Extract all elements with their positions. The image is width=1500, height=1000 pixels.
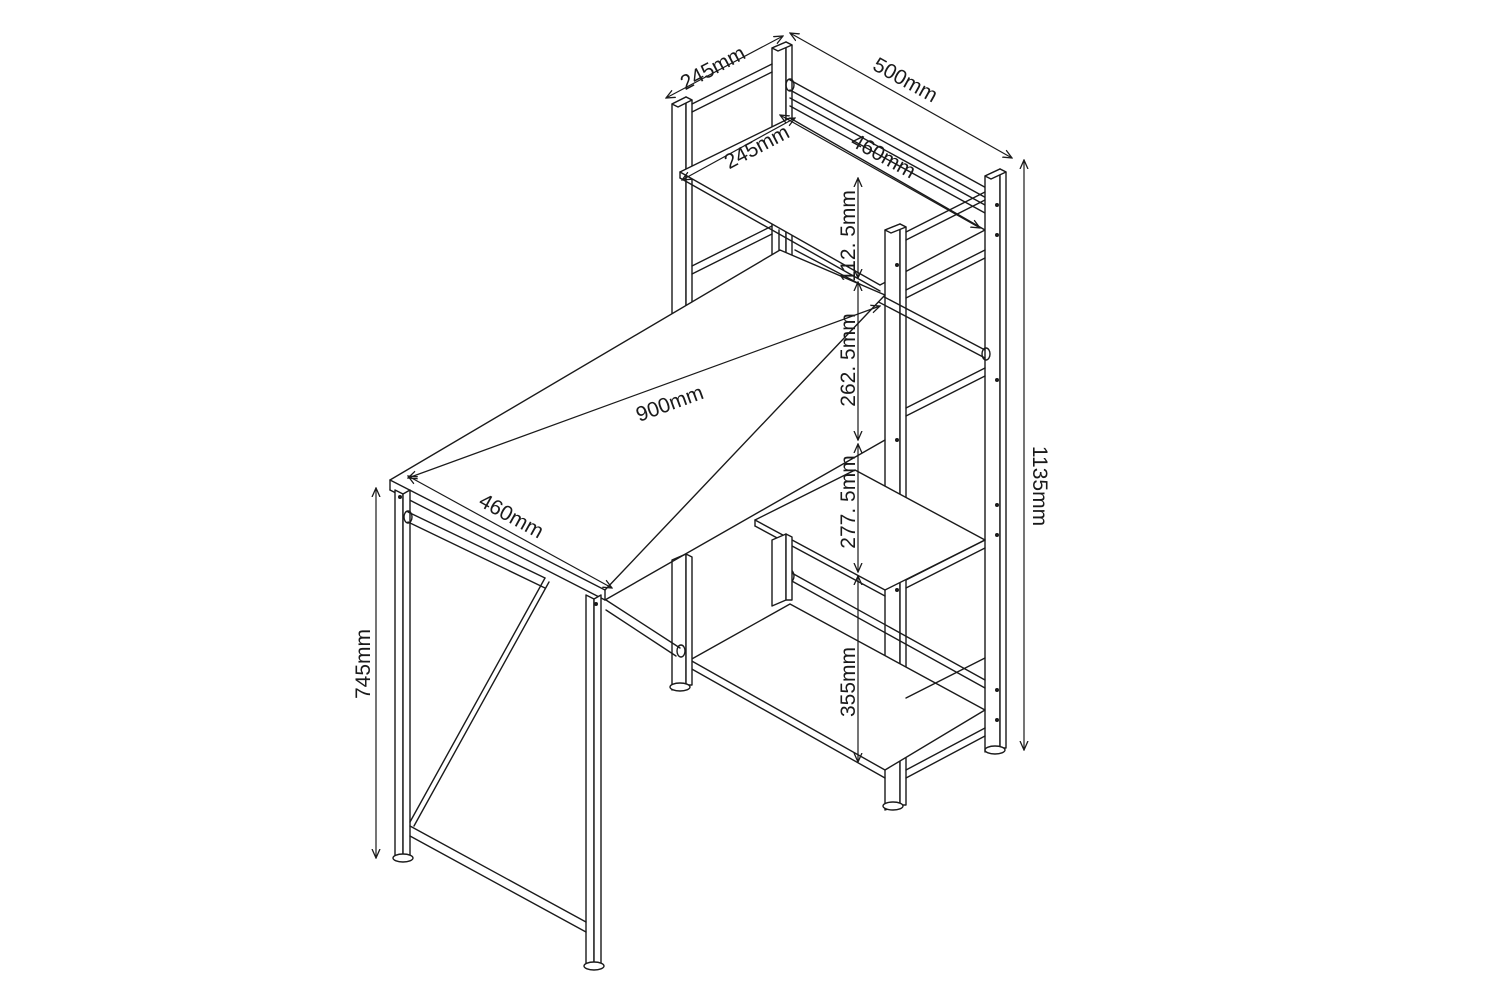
label-gap-top: 112. 5mm — [837, 190, 860, 282]
dimension-lines — [376, 33, 1024, 858]
far-right-post — [984, 168, 1007, 753]
label-desk-height: 745mm — [352, 629, 375, 699]
front-left-leg — [394, 489, 411, 861]
front-mid-leg — [585, 594, 602, 969]
label-shelf-depth-top: 245mm — [677, 42, 750, 95]
dimension-labels: 245mm 500mm 245mm 460mm 112. 5mm 262. 5m… — [352, 42, 1051, 717]
label-gap-second: 262. 5mm — [837, 313, 860, 406]
desk — [389, 249, 886, 971]
label-shelf-length-top: 500mm — [869, 53, 941, 107]
back-left-post — [671, 96, 693, 318]
label-total-height: 1135mm — [1028, 446, 1051, 526]
label-gap-bottom: 355mm — [837, 647, 860, 717]
label-gap-third: 277. 5mm — [837, 455, 860, 548]
